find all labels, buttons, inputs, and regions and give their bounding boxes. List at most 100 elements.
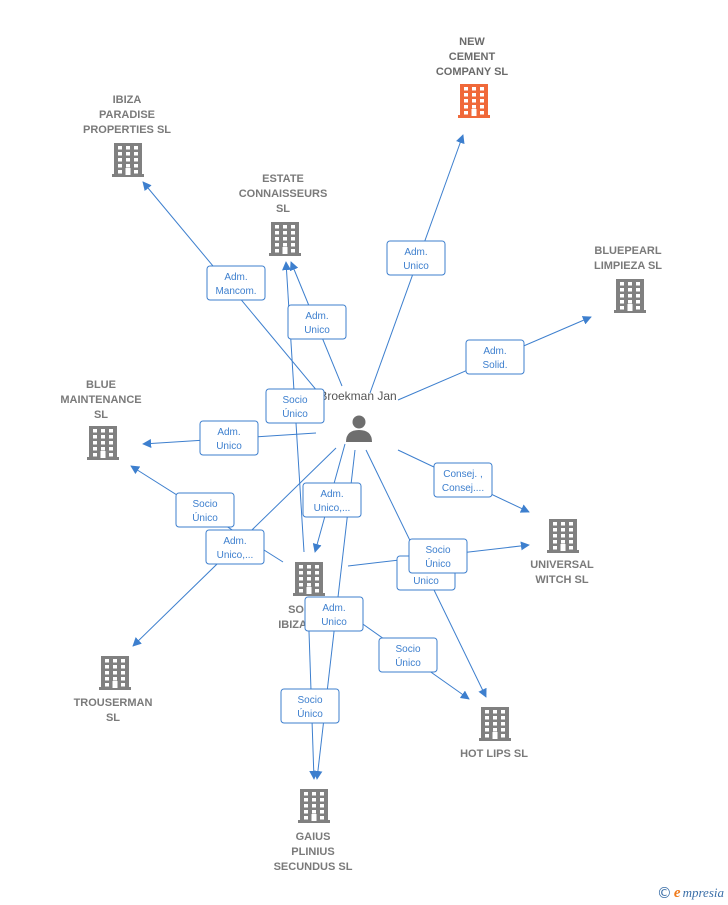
building-window bbox=[101, 441, 105, 445]
building-window bbox=[493, 710, 497, 714]
building-window bbox=[299, 589, 303, 593]
edge-label-text: Adm. bbox=[217, 427, 240, 438]
building-window bbox=[93, 447, 97, 451]
building-window bbox=[485, 728, 489, 732]
edge-label-text: Socio bbox=[282, 395, 307, 406]
building-window bbox=[118, 158, 122, 162]
building-door bbox=[560, 544, 566, 551]
building-window bbox=[275, 243, 279, 247]
building-window bbox=[113, 665, 117, 669]
building-door bbox=[471, 109, 477, 116]
building-window bbox=[493, 716, 497, 720]
building-door bbox=[311, 814, 317, 821]
building-icon bbox=[112, 143, 144, 177]
building-window bbox=[320, 798, 324, 802]
building-window bbox=[569, 534, 573, 538]
building-base bbox=[614, 310, 646, 313]
edge-label-text: Unico bbox=[304, 325, 330, 336]
building-window bbox=[299, 571, 303, 575]
building-window bbox=[299, 565, 303, 569]
person-name: Broekman Jan bbox=[319, 389, 396, 403]
edge-label-person-bluepearl[interactable]: Adm.Solid. bbox=[465, 339, 525, 375]
edge-label-text: Unico,... bbox=[217, 550, 254, 561]
edge-label-person-ibiza_paradise[interactable]: Adm.Mancom. bbox=[206, 265, 266, 301]
building-window bbox=[101, 435, 105, 439]
building-window bbox=[315, 571, 319, 575]
edge-label-text: Adm. bbox=[322, 603, 345, 614]
edge-label-text: Consej.... bbox=[442, 483, 484, 494]
building-door bbox=[306, 587, 312, 594]
edge-label-person-trouserman[interactable]: Adm.Unico,... bbox=[205, 529, 265, 565]
building-window bbox=[636, 306, 640, 310]
building-window bbox=[134, 152, 138, 156]
building-window bbox=[636, 300, 640, 304]
building-icon bbox=[479, 707, 511, 741]
edge-label-text: Unico,... bbox=[314, 503, 351, 514]
building-window bbox=[101, 447, 105, 451]
building-base bbox=[458, 115, 490, 118]
building-window bbox=[561, 540, 565, 544]
edge-label-person-gaius[interactable]: Adm. Unico bbox=[304, 596, 364, 632]
building-window bbox=[134, 164, 138, 168]
building-window bbox=[485, 734, 489, 738]
building-window bbox=[121, 659, 125, 663]
building-window bbox=[561, 534, 565, 538]
edge-label-person-estate[interactable]: Adm. Unico bbox=[287, 304, 347, 340]
edge-label-text: Único bbox=[395, 656, 421, 669]
building-window bbox=[291, 237, 295, 241]
building-window bbox=[485, 716, 489, 720]
building-window bbox=[553, 540, 557, 544]
building-window bbox=[93, 429, 97, 433]
edge-label-text: Unico bbox=[321, 617, 347, 628]
building-window bbox=[304, 792, 308, 796]
building-window bbox=[134, 170, 138, 174]
company-node-hot_lips[interactable]: HOT LIPS SL bbox=[460, 707, 528, 760]
building-window bbox=[121, 683, 125, 687]
building-base bbox=[269, 253, 301, 256]
building-window bbox=[569, 522, 573, 526]
building-window bbox=[501, 734, 505, 738]
building-window bbox=[620, 300, 624, 304]
edge-label-person-sob[interactable]: Adm.Unico,... bbox=[302, 482, 362, 518]
building-window bbox=[105, 677, 109, 681]
building-icon bbox=[99, 656, 131, 690]
building-door bbox=[627, 304, 633, 311]
building-base bbox=[99, 687, 131, 690]
building-window bbox=[480, 93, 484, 97]
building-window bbox=[312, 798, 316, 802]
building-window bbox=[275, 249, 279, 253]
edge-label-person-new_cement[interactable]: Adm.Unico bbox=[386, 240, 446, 276]
person-node[interactable]: Broekman Jan bbox=[319, 389, 397, 442]
edge-label-text: Adm. bbox=[305, 311, 328, 322]
edge-label-text: Único bbox=[192, 511, 218, 524]
edge-label-person-universal[interactable]: Consej. ,Consej.... bbox=[433, 462, 493, 498]
edge-label-text: Socio bbox=[425, 545, 450, 556]
building-window bbox=[501, 728, 505, 732]
building-window bbox=[628, 288, 632, 292]
edge-label-person-blue_maint[interactable]: Adm.Unico bbox=[199, 420, 259, 456]
building-window bbox=[105, 671, 109, 675]
edge-label-text: Adm. bbox=[404, 247, 427, 258]
building-window bbox=[472, 87, 476, 91]
building-window bbox=[569, 540, 573, 544]
building-window bbox=[101, 429, 105, 433]
building-window bbox=[464, 87, 468, 91]
edge-label-box bbox=[433, 462, 493, 498]
building-window bbox=[472, 99, 476, 103]
